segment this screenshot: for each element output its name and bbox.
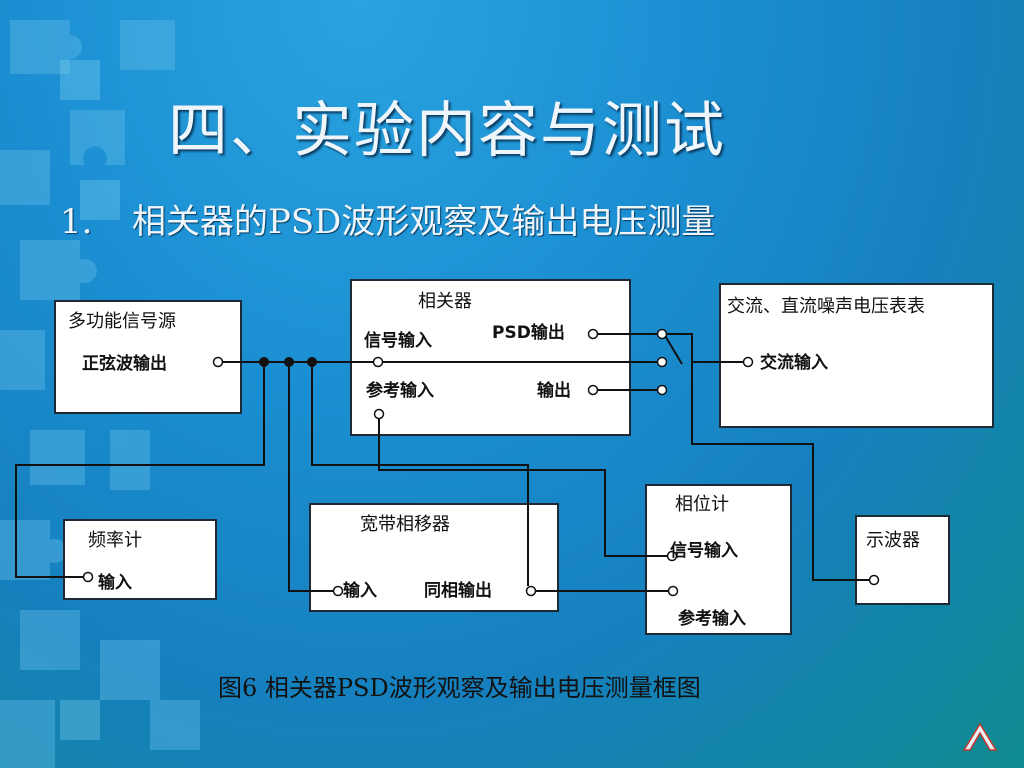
correlator-output-label: 输出 xyxy=(537,381,571,401)
correlator-reference-input-label: 参考输入 xyxy=(366,381,434,401)
phase-shifter-input-label: 输入 xyxy=(343,581,377,601)
phase-meter-title: 相位计 xyxy=(675,494,729,515)
frequency-counter-input-label: 输入 xyxy=(98,573,132,593)
phase-meter-signal-input-label: 信号输入 xyxy=(670,541,738,561)
frequency-counter-title: 频率计 xyxy=(88,530,142,551)
figure-caption: 图6 相关器PSD波形观察及输出电压测量框图 xyxy=(218,674,701,702)
signal-source-title: 多功能信号源 xyxy=(68,311,176,332)
voltmeter-box xyxy=(719,283,994,428)
phase-meter-reference-input-label: 参考输入 xyxy=(678,609,746,629)
oscilloscope-box xyxy=(855,515,950,605)
signal-source-output-label: 正弦波输出 xyxy=(82,354,167,374)
correlator-box xyxy=(350,279,631,436)
subtitle-text: 相关器的PSD波形观察及输出电压测量 xyxy=(132,202,716,242)
slide-subtitle: 1. 相关器的PSD波形观察及输出电压测量 xyxy=(60,194,715,243)
voltmeter-ac-input-label: 交流输入 xyxy=(760,353,828,373)
frequency-counter-box xyxy=(63,519,217,600)
signal-source-box xyxy=(54,300,242,414)
phase-shifter-title: 宽带相移器 xyxy=(360,514,450,535)
oscilloscope-title: 示波器 xyxy=(866,530,920,551)
up-arrow-nav-icon[interactable] xyxy=(960,718,1000,754)
voltmeter-title: 交流、直流噪声电压表表 xyxy=(727,296,925,317)
correlator-signal-input-label: 信号输入 xyxy=(364,331,432,351)
phase-shifter-output-label: 同相输出 xyxy=(424,581,492,601)
correlator-psd-output-label: PSD输出 xyxy=(492,323,565,343)
correlator-title: 相关器 xyxy=(418,291,472,312)
phase-shifter-box xyxy=(309,503,559,612)
subtitle-number: 1. xyxy=(60,202,93,242)
slide-title: 四、实验内容与测试 xyxy=(168,96,726,166)
